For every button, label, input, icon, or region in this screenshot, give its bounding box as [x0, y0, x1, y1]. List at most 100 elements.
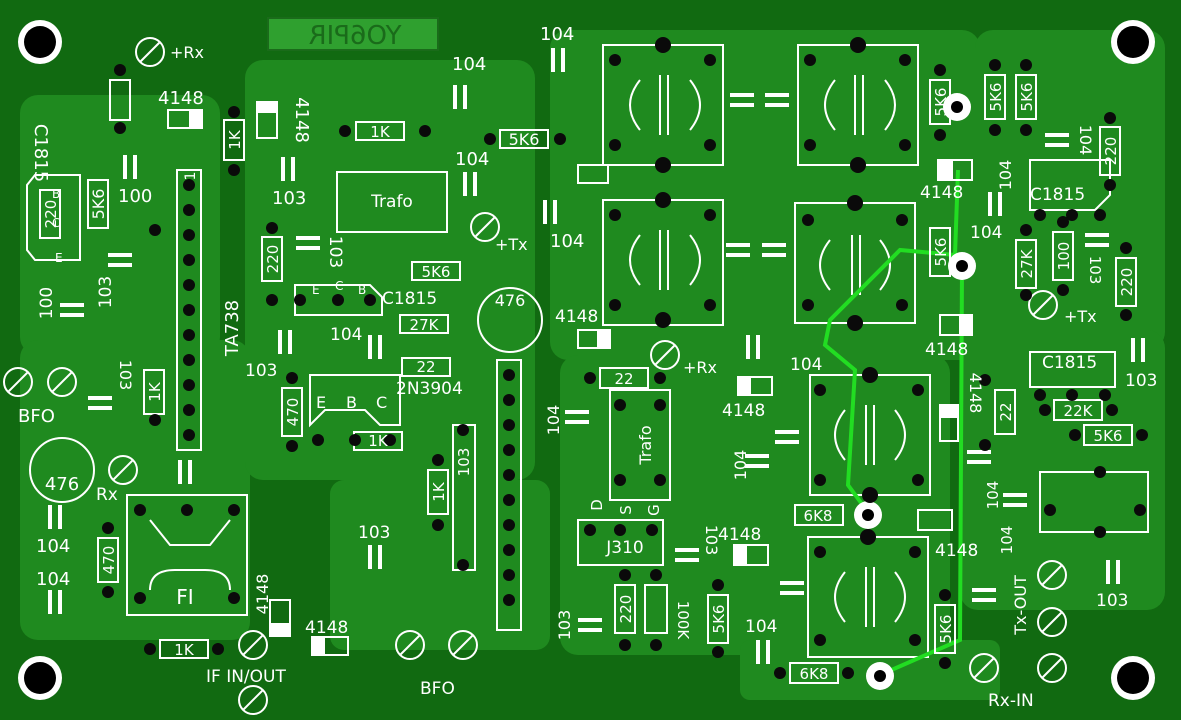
capacitors — [48, 48, 1145, 664]
label-c103-b2: 103 — [358, 523, 390, 543]
label-tx-out: Tx-OUT — [1011, 575, 1030, 636]
label-r220-r2: 220 — [1118, 268, 1136, 297]
label-r6k8-b: 6K8 — [800, 665, 829, 683]
electrolytic-caps — [29, 287, 543, 503]
label-r27k-mid: 27K — [410, 316, 440, 334]
label-pin-e2: E — [312, 283, 320, 297]
label-d4148-k: 4148 — [935, 541, 978, 561]
label-pin-b3: B — [346, 393, 357, 412]
silkscreen-labels: +Rx 4148 4148 C1815 5K6 220 B C E 100 10… — [18, 24, 1157, 711]
label-d4148-e: 4148 — [253, 574, 272, 615]
label-c103-r3: 103 — [1096, 591, 1128, 611]
label-c104-top: 104 — [540, 24, 574, 45]
label-r22k-r: 22K — [1064, 402, 1094, 420]
label-r5k6-r3: 5K6 — [1018, 83, 1036, 112]
terminals — [3, 37, 1067, 715]
label-pin-b: B — [52, 187, 60, 201]
label-r1k-l2: 1K — [146, 381, 164, 402]
label-r5k6-m2: 5K6 — [422, 263, 451, 281]
label-r5k6-r5: 5K6 — [1094, 427, 1123, 445]
label-r6k8-a: 6K8 — [804, 507, 833, 525]
label-c103-mid: 103 — [325, 236, 345, 268]
label-c104-m4: 104 — [330, 325, 362, 345]
title-plate: YO6PIR — [267, 17, 439, 51]
label-c103-b3: 103 — [702, 525, 721, 556]
label-c103-left: 103 — [96, 276, 116, 308]
label-pin-d: D — [588, 499, 606, 511]
label-r5k6-b4: 5K6 — [937, 615, 955, 644]
label-c100-a: 100 — [118, 186, 152, 207]
label-fi: FI — [176, 585, 193, 609]
label-trafo-top: Trafo — [370, 192, 413, 212]
label-c104-m5: 104 — [544, 405, 563, 436]
mounting-holes — [18, 20, 1155, 700]
label-d4148-h: 4148 — [920, 183, 963, 203]
label-r5k6-left: 5K6 — [89, 189, 108, 220]
transistors — [26, 159, 1116, 566]
label-d4148-j: 4148 — [966, 373, 985, 414]
label-c104-t2: 104 — [452, 54, 486, 75]
label-c103-r2: 103 — [1125, 371, 1157, 391]
solder-pads — [102, 37, 1148, 679]
label-r1k-m2: 1K — [368, 432, 389, 450]
label-c103-b: 103 — [272, 188, 306, 209]
label-c1815-mid: C1815 — [382, 289, 437, 309]
label-r27k-r: 27K — [1018, 248, 1036, 278]
diodes — [167, 101, 973, 656]
label-r1k-m3: 1K — [430, 481, 448, 502]
label-plus-tx: +Tx — [495, 235, 528, 254]
label-c103-m4: 103 — [455, 448, 473, 477]
label-d4148-d: 4148 — [722, 401, 765, 421]
label-c104-l4: 104 — [36, 569, 70, 590]
label-plus-rx-mid: +Rx — [683, 358, 717, 377]
label-pin-e3: E — [316, 393, 326, 412]
label-e476-mid: 476 — [495, 291, 526, 310]
label-r5k6-r2: 5K6 — [987, 83, 1005, 112]
label-r220-r1: 220 — [1102, 137, 1120, 166]
label-c104-r1: 104 — [1076, 125, 1095, 156]
label-c104-r3: 104 — [970, 223, 1002, 243]
label-r100-r: 100 — [1055, 242, 1073, 271]
resistors — [39, 74, 1137, 684]
label-pin-s: S — [617, 505, 635, 515]
label-r220-mid: 220 — [264, 245, 282, 274]
label-c1815-r2: C1815 — [1042, 353, 1097, 373]
label-r220-left: 220 — [42, 200, 60, 229]
label-d4148-a: 4148 — [158, 88, 204, 109]
label-c103-b4: 103 — [555, 610, 574, 641]
label-r1k-bot: 1K — [174, 641, 195, 659]
label-c1815-left: C1815 — [30, 124, 51, 182]
label-c104-m6: 104 — [790, 355, 822, 375]
label-c103-l2: 103 — [116, 360, 135, 391]
label-plus-tx-r: +Tx — [1064, 307, 1097, 326]
label-r5k6-r1: 5K6 — [932, 88, 950, 117]
label-2n3904: 2N3904 — [396, 379, 463, 399]
label-ta738: TA738 — [222, 300, 243, 357]
label-c103-r1: 103 — [1086, 256, 1104, 285]
label-rx-left: Rx — [96, 485, 118, 505]
label-d4148-c: 4148 — [555, 307, 598, 327]
label-c104-r5: 104 — [998, 526, 1016, 555]
label-c104-t4: 104 — [550, 231, 584, 252]
label-c1815-r: C1815 — [1030, 185, 1085, 205]
label-pin-c: C — [52, 216, 60, 230]
jumper-wires — [822, 169, 964, 677]
label-pin-b2: B — [358, 283, 366, 297]
label-bfo-bot: BFO — [420, 679, 455, 699]
label-r5k6-b3: 5K6 — [710, 605, 728, 634]
label-if-in-out: IF IN/OUT — [206, 667, 286, 687]
label-r1k-h1: 1K — [370, 123, 391, 141]
label-pin-g: G — [645, 504, 663, 516]
label-c104-t3: 104 — [455, 149, 489, 170]
label-d4148-b: 4148 — [291, 97, 312, 143]
label-r22-mid: 22 — [416, 358, 435, 376]
label-d4148-g: 4148 — [718, 525, 761, 545]
label-d4148-i: 4148 — [925, 340, 968, 360]
label-d4148-f: 4148 — [305, 618, 348, 638]
label-bfo-left: BFO — [18, 406, 55, 427]
label-r1k-vert: 1K — [226, 129, 244, 150]
label-r100k: 100K — [674, 601, 692, 641]
label-r470-l2: 470 — [100, 546, 118, 575]
label-r5k6-mid: 5K6 — [509, 130, 540, 149]
